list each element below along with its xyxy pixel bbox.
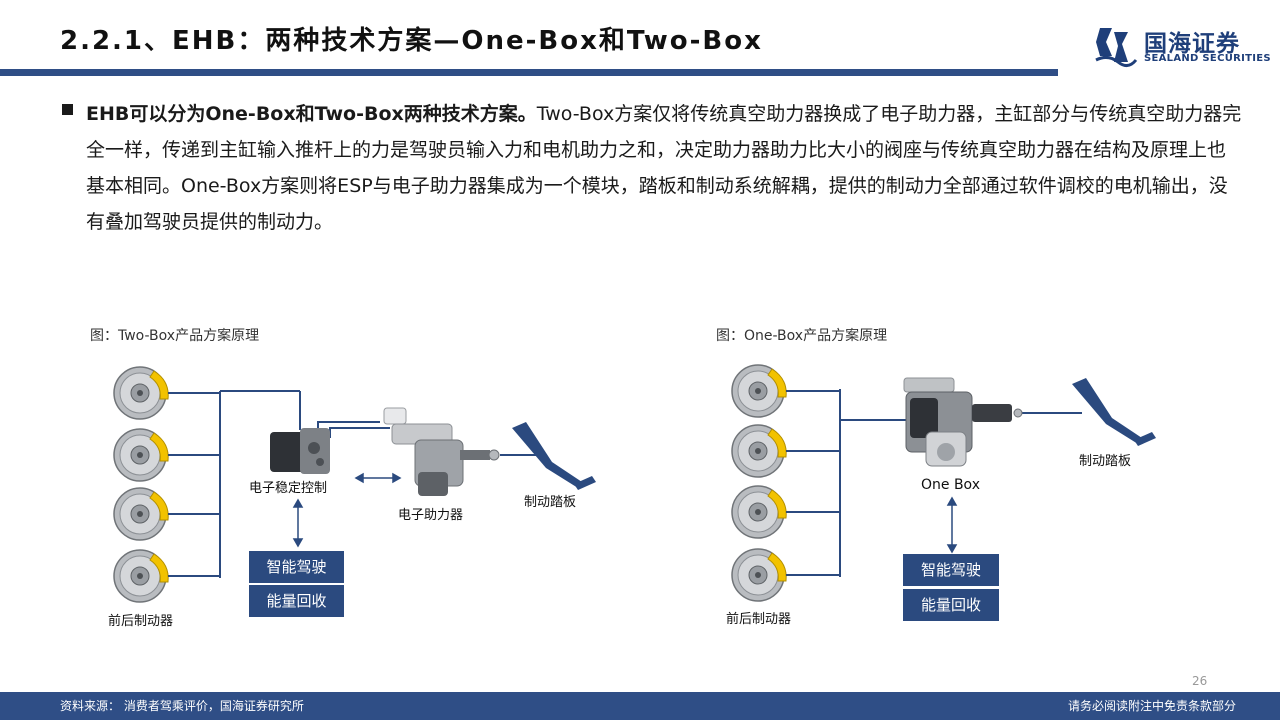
disclaimer-note: 请务必阅读附注中免责条款部分	[1067, 699, 1236, 713]
right-energy-recovery-box: 能量回收	[903, 589, 999, 621]
paragraph-bold-lead: EHB可以分为One-Box和Two-Box两种技术方案。	[86, 103, 537, 125]
bullet-square-icon	[62, 104, 73, 115]
left-diagram	[113, 366, 596, 603]
brake-disc-icon	[113, 549, 169, 603]
right-pedal-label: 制动踏板	[1079, 454, 1132, 469]
left-energy-recovery-box: 能量回收	[249, 585, 344, 617]
page-number: 26	[1192, 674, 1208, 688]
sealand-logo-icon	[1095, 28, 1138, 67]
brake-disc-icon	[731, 485, 787, 539]
source-note: 资料来源： 消费者驾乘评价，国海证券研究所	[60, 699, 304, 713]
brake-disc-icon	[113, 487, 169, 541]
logo-text-cn: 国海证券	[1144, 31, 1240, 57]
brake-disc-icon	[113, 428, 169, 482]
page-title: 2.2.1、EHB：两种技术方案—One-Box和Two-Box	[60, 26, 763, 56]
logo-text-en: SEALAND SECURITIES	[1144, 53, 1271, 64]
brake-disc-icon	[113, 366, 169, 420]
booster-label: 电子助力器	[398, 508, 464, 523]
electronic-booster-icon	[383, 407, 500, 496]
right-smart-driving-box: 智能驾驶	[903, 554, 999, 586]
esc-label: 电子稳定控制	[249, 481, 328, 496]
brake-disc-icon	[731, 364, 787, 418]
brake-pedal-icon	[1072, 378, 1156, 446]
left-brakes-label: 前后制动器	[108, 614, 174, 629]
footer-bar: 资料来源： 消费者驾乘评价，国海证券研究所 请务必阅读附注中免责条款部分	[0, 692, 1280, 720]
company-logo: 国海证券 SEALAND SECURITIES	[1092, 22, 1272, 70]
brake-disc-icon	[731, 548, 787, 602]
one-box-unit-icon	[903, 377, 1023, 467]
right-figure-caption: 图：One-Box产品方案原理	[716, 328, 888, 344]
title-divider	[0, 69, 1058, 76]
left-smart-driving-box: 智能驾驶	[249, 551, 344, 583]
right-diagram	[731, 364, 1156, 602]
bullet-paragraph: EHB可以分为One-Box和Two-Box两种技术方案。Two-Box方案仅将…	[62, 96, 1242, 240]
one-box-label: One Box	[921, 477, 980, 493]
left-figure-caption: 图：Two-Box产品方案原理	[90, 328, 260, 344]
paragraph-body: Two-Box方案仅将传统真空助力器换成了电子助力器，主缸部分与传统真空助力器完…	[86, 103, 1242, 233]
esc-unit-icon	[270, 428, 330, 474]
left-pedal-label: 制动踏板	[524, 495, 577, 510]
brake-disc-icon	[731, 424, 787, 478]
right-brakes-label: 前后制动器	[726, 612, 792, 627]
paragraph-text: EHB可以分为One-Box和Two-Box两种技术方案。Two-Box方案仅将…	[86, 96, 1242, 240]
